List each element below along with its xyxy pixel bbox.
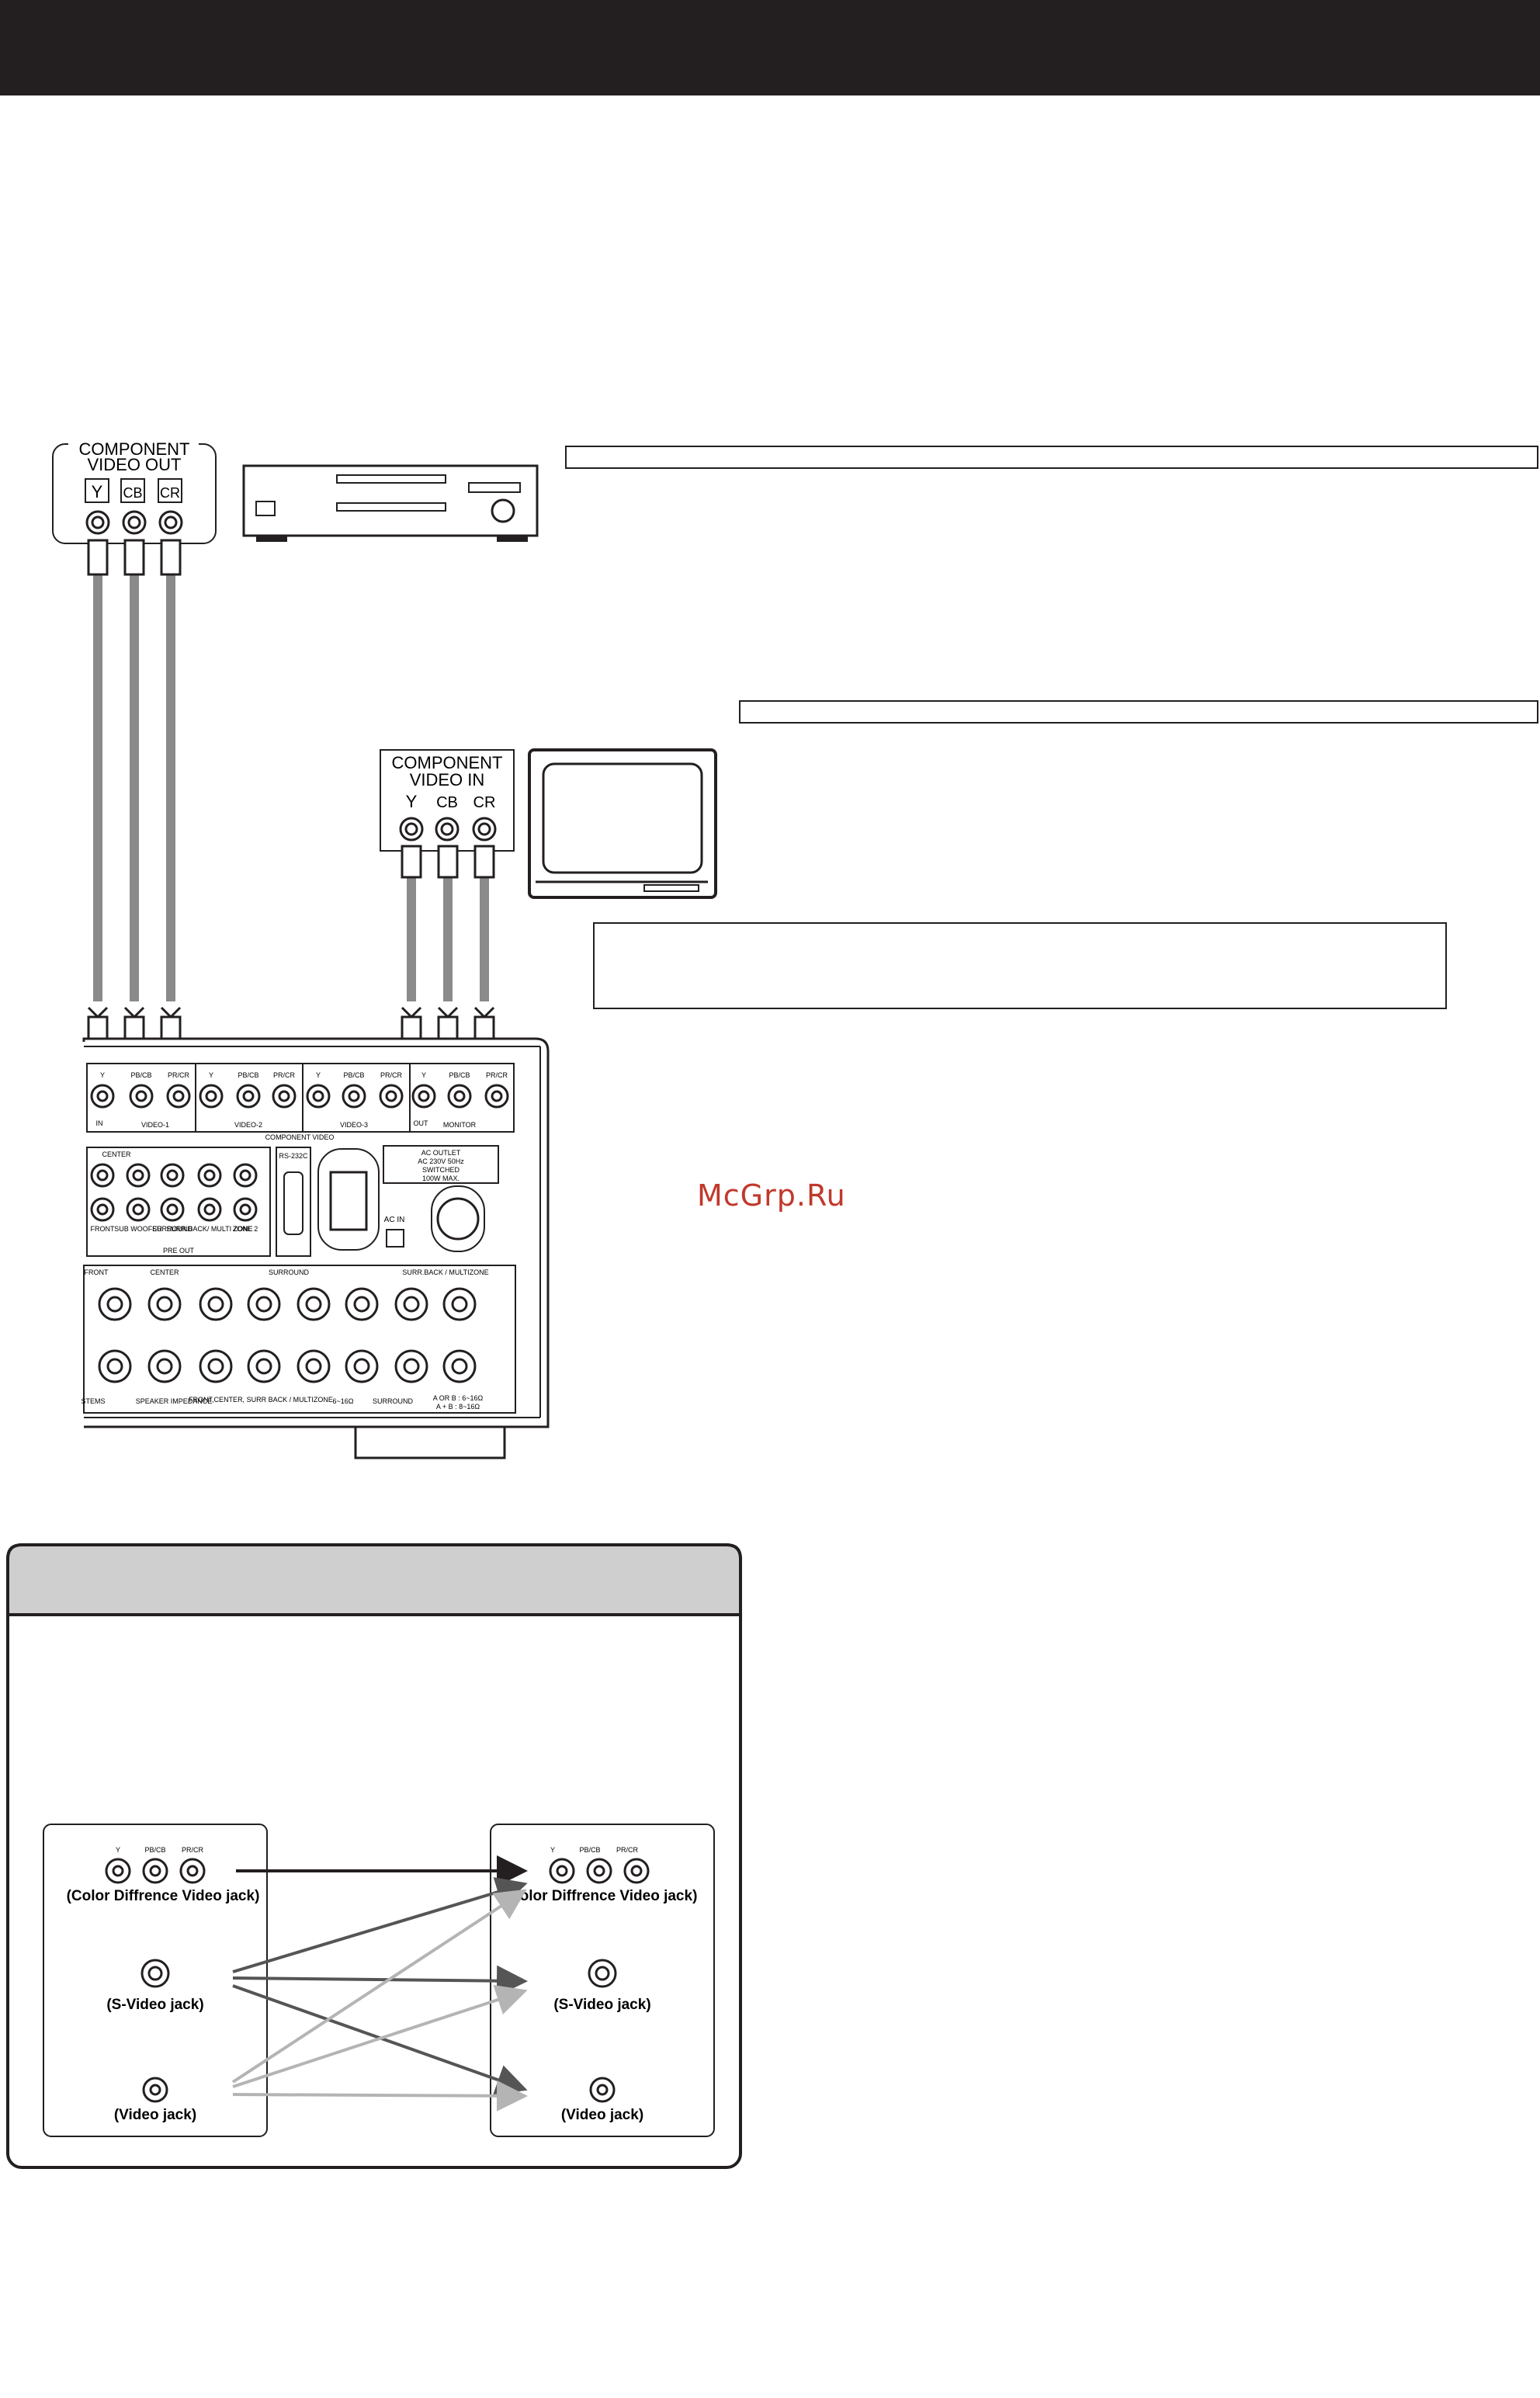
left-svideo-label: (S-Video jack) <box>106 1997 203 2013</box>
ac-in-label: AC IN <box>384 1216 405 1224</box>
spk-surround: SURROUND <box>269 1268 310 1276</box>
dvd-panel-label-2: VIDEO OUT <box>87 455 181 474</box>
rx-v2-y: Y <box>209 1071 213 1079</box>
spk-front: FRONT <box>85 1268 109 1276</box>
rx-group-video1: VIDEO-1 <box>141 1121 169 1129</box>
right-pb: PB/CB <box>579 1846 600 1854</box>
preout-front: FRONT <box>91 1225 115 1233</box>
preout-surrback: SURR.BACK/ MULTI ZONE <box>166 1225 252 1233</box>
rx-v1-y: Y <box>100 1071 105 1079</box>
tv-jack-y: Y <box>406 792 418 811</box>
left-video-label: (Video jack) <box>114 2107 196 2123</box>
spk-center: CENTER <box>150 1268 179 1276</box>
rx-out-label: OUT <box>414 1119 429 1127</box>
ac-outlet-2: AC 230V 50Hz <box>418 1157 464 1165</box>
right-color-diff-label: (Color Diffrence Video jack) <box>505 1888 698 1904</box>
tv-monitor-icon <box>528 748 717 899</box>
bottom-surround: SURROUND <box>373 1397 414 1405</box>
arrow-sv-to-video <box>232 1984 528 2095</box>
rx-v3-pb: PB/CB <box>343 1071 364 1079</box>
ac-outlet-3: SWITCHED <box>422 1166 460 1174</box>
monitor-title-strip <box>739 700 1538 724</box>
right-pr: PR/CR <box>616 1846 639 1854</box>
right-y: Y <box>550 1846 555 1854</box>
bottom-impedance: SPEAKER IMPEDANCE <box>136 1397 213 1405</box>
preout-zone2: ZONE 2 <box>233 1225 258 1233</box>
right-svideo-label: (S-Video jack) <box>553 1997 650 2013</box>
tv-panel-label-1: COMPONENT <box>392 753 503 772</box>
dvd-component-video-out-panel: COMPONENT VIDEO OUT Y CB CR <box>52 439 217 544</box>
arrow-video-to-sv <box>232 1984 528 2088</box>
bottom-ohms: 6~16Ω <box>333 1397 354 1405</box>
watermark: McGrp.Ru <box>697 1178 846 1213</box>
arrow-sv-to-sv <box>232 1965 528 1997</box>
connection-diagram: COMPONENT VIDEO OUT Y CB CR <box>52 439 717 1459</box>
arrow-sv-to-cd <box>232 1877 528 1973</box>
preout-label: PRE OUT <box>163 1247 195 1255</box>
bottom-aplusb: A + B : 8~16Ω <box>436 1403 480 1411</box>
dvd-jack-cb: CB <box>123 485 142 501</box>
video-conversion-chart: Y PB/CB PR/CR Y PB/CB PR/CR (Color Diffr… <box>6 1543 742 2169</box>
rx-group-monitor: MONITOR <box>443 1121 477 1129</box>
bottom-aorb: A OR B : 6~16Ω <box>433 1394 484 1402</box>
preout-subwoofer: SUB WOOFER <box>114 1225 162 1233</box>
dvd-jack-y: Y <box>92 482 103 501</box>
dvd-player-title-strip <box>565 446 1538 469</box>
rx-mon-pb: PB/CB <box>449 1071 470 1079</box>
arrow-video-to-video <box>232 2080 528 2112</box>
dvd-jack-cr: CR <box>160 485 180 501</box>
right-video-label: (Video jack) <box>561 2107 643 2123</box>
left-pr: PR/CR <box>182 1846 204 1854</box>
rx-group-video3: VIDEO-3 <box>340 1121 368 1129</box>
tv-component-video-in-panel: COMPONENT VIDEO IN Y CB CR <box>380 749 515 852</box>
rx-component-section: COMPONENT VIDEO <box>265 1133 335 1141</box>
ac-outlet-4: 100W MAX. <box>422 1175 460 1182</box>
dvd-player-icon <box>242 464 539 542</box>
left-y: Y <box>116 1846 120 1854</box>
rx-mon-pr: PR/CR <box>486 1071 508 1079</box>
rx-v1-pr: PR/CR <box>168 1071 190 1079</box>
spk-surrback: SURR.BACK / MULTIZONE <box>402 1268 488 1276</box>
receiver-rear-panel: Y PB/CB PR/CR Y PB/CB PR/CR Y PB/CB PR/C… <box>81 1037 550 1459</box>
top-header-bar <box>0 0 1540 95</box>
left-pb: PB/CB <box>144 1846 165 1854</box>
bottom-front-center: FRONT,CENTER, SURR BACK / MULTIZONE <box>189 1396 333 1404</box>
dvd-cables <box>87 539 182 1053</box>
rs232-label: RS-232C <box>279 1152 308 1160</box>
rx-v2-pr: PR/CR <box>273 1071 296 1079</box>
tv-panel-label-2: VIDEO IN <box>410 770 485 790</box>
arrow-video-to-cd <box>231 1889 527 2084</box>
rx-group-video2: VIDEO-2 <box>234 1121 262 1129</box>
note-box <box>593 922 1447 1009</box>
rx-v2-pb: PB/CB <box>238 1071 258 1079</box>
bottom-stems: STEMS <box>81 1397 105 1405</box>
rx-in-label: IN <box>96 1119 103 1127</box>
rx-v1-pb: PB/CB <box>130 1071 151 1079</box>
tv-jack-cr: CR <box>473 794 496 811</box>
left-color-diff-label: (Color Diffrence Video jack) <box>67 1888 260 1904</box>
rx-mon-y: Y <box>421 1071 426 1079</box>
preout-surround: SURROUND <box>152 1225 193 1233</box>
ac-outlet-1: AC OUTLET <box>421 1149 461 1157</box>
dvd-panel-label-1: COMPONENT <box>79 439 190 459</box>
rx-v3-pr: PR/CR <box>380 1071 403 1079</box>
preout-center: CENTER <box>102 1150 131 1158</box>
tv-jack-cb: CB <box>436 794 458 811</box>
tv-cables <box>401 845 495 1053</box>
rx-v3-y: Y <box>316 1071 321 1079</box>
